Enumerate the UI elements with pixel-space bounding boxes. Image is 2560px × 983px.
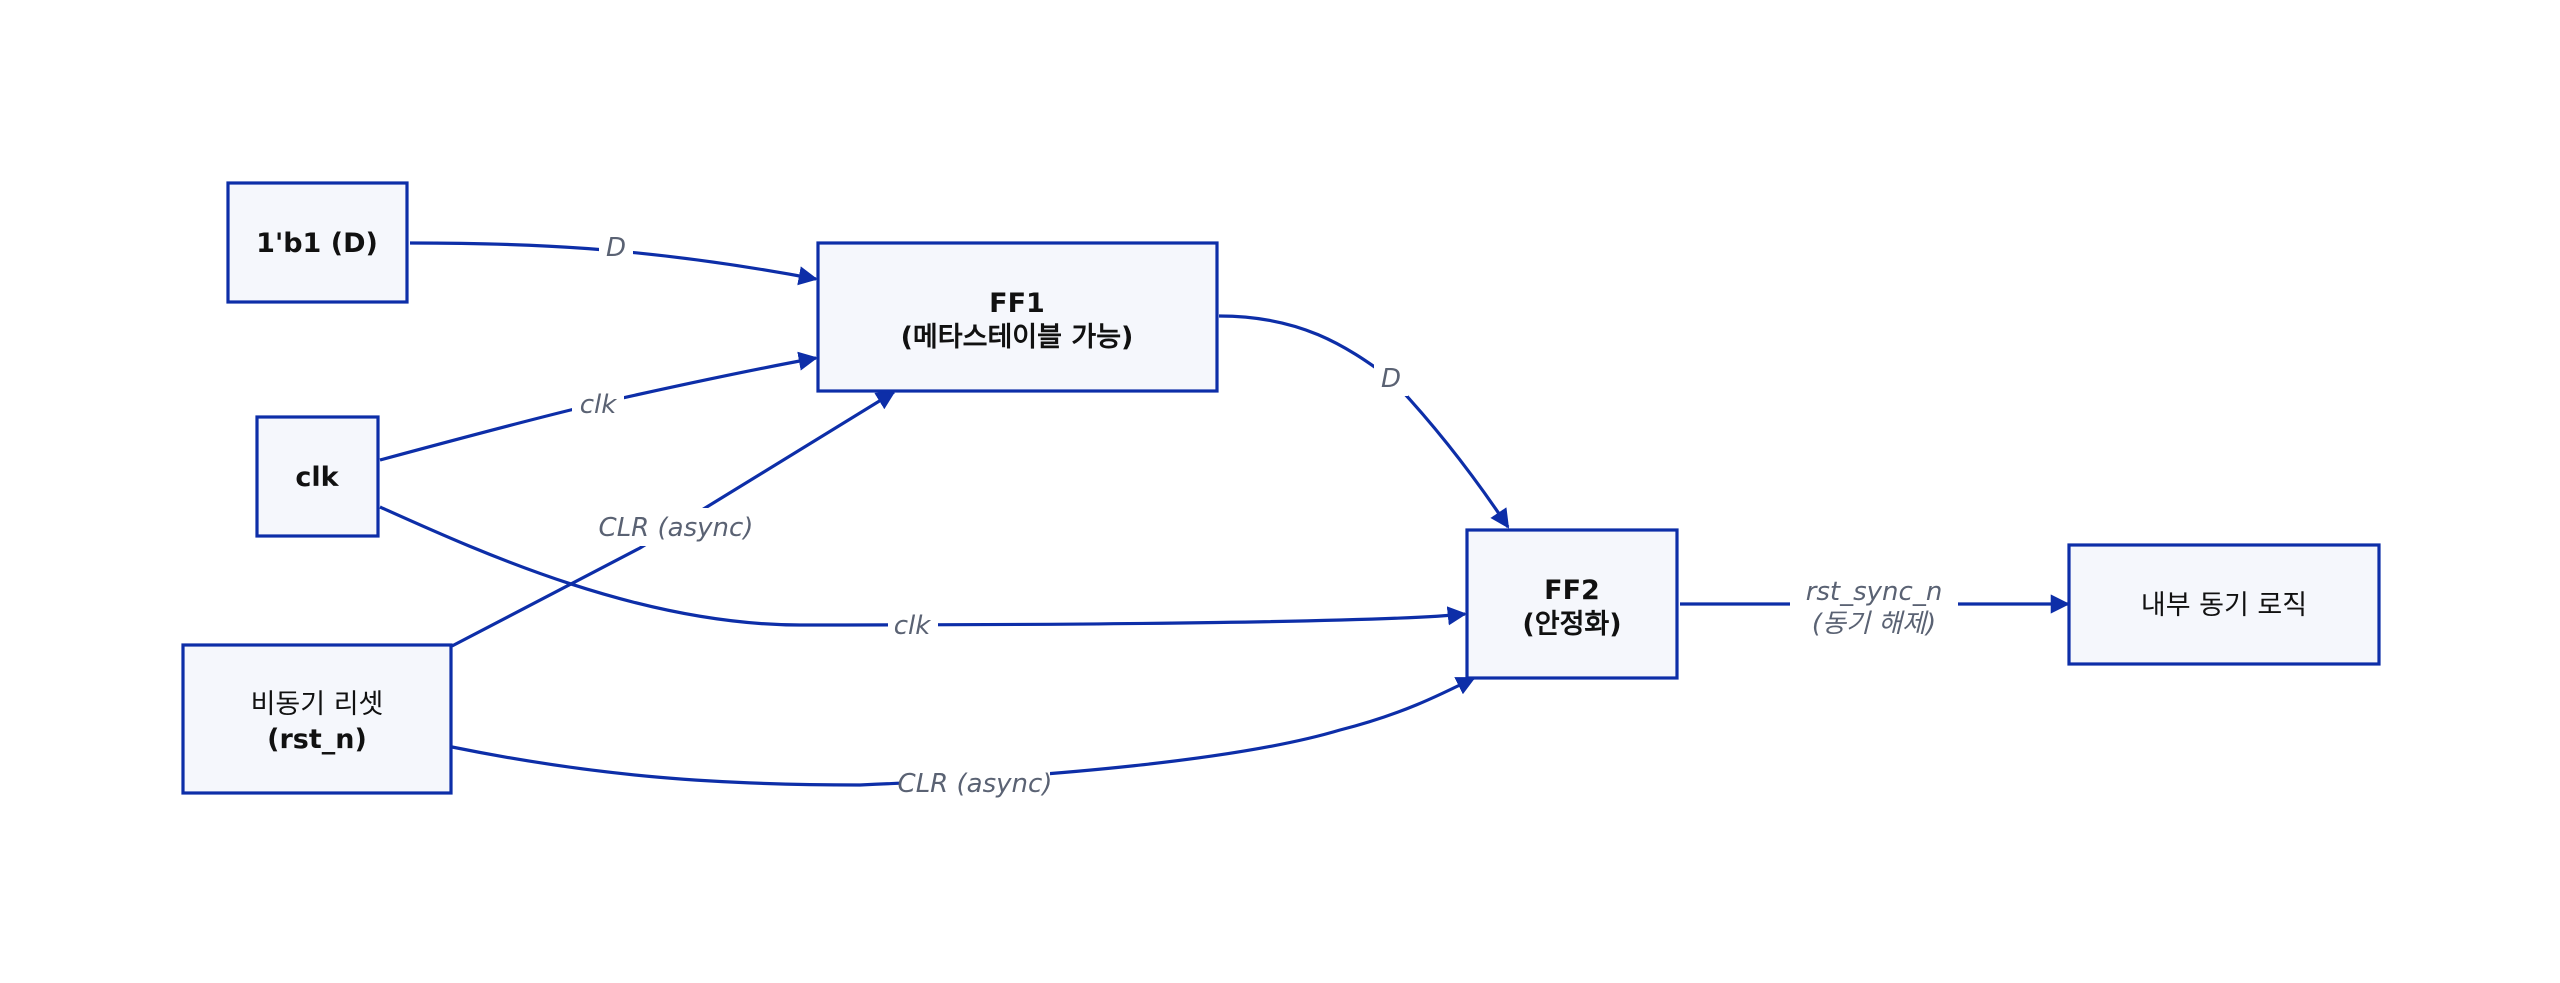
node-ff1: FF1 (메타스테이블 가능) [816, 241, 1219, 393]
node-ff2: FF2 (안정화) [1465, 528, 1679, 680]
edge-label-clk-ff2: clk [894, 611, 932, 641]
node-ff1-subtitle: (메타스테이블 가능) [901, 322, 1134, 353]
edge-label-clk-ff1: clk [580, 390, 618, 420]
node-async-reset: 비동기 리셋 (rst_n) [181, 643, 453, 795]
edge-label-d-ff2: D [1381, 364, 1401, 394]
edge-label-rst-sync-n: rst_sync_n [1806, 577, 1943, 607]
node-d-input-label: 1'b1 (D) [256, 228, 378, 259]
node-internal-sync-logic: 내부 동기 로직 [2067, 543, 2381, 666]
node-d-input: 1'b1 (D) [226, 181, 409, 304]
edge-rst-to-ff2: CLR (async) [451, 676, 1476, 802]
node-clk: clk [255, 415, 380, 538]
edge-clk-to-ff2: clk [379, 505, 1467, 643]
edge-ff1-to-ff2: D [1218, 314, 1510, 529]
edge-label-sync-release: (동기 해제) [1812, 609, 1936, 639]
edge-ff2-to-internal: rst_sync_n (동기 해제) [1680, 577, 2070, 639]
node-async-reset-label: 비동기 리셋 [251, 689, 384, 720]
node-internal-sync-logic-label: 내부 동기 로직 [2141, 590, 2307, 621]
edge-label-clr-ff1: CLR (async) [599, 513, 754, 543]
node-ff2-subtitle: (안정화) [1522, 609, 1621, 640]
node-ff1-title: FF1 [989, 288, 1045, 319]
edge-rst-to-ff1: CLR (async) [451, 390, 896, 648]
edge-label-clr-ff2: CLR (async) [898, 769, 1053, 799]
node-async-reset-signal: (rst_n) [267, 724, 367, 755]
edge-clk-to-ff1: clk [379, 351, 818, 462]
node-clk-label: clk [295, 462, 339, 493]
edge-label-d-ff1: D [606, 233, 626, 263]
edge-d-to-ff1: D [409, 230, 818, 286]
node-ff2-title: FF2 [1544, 575, 1600, 606]
